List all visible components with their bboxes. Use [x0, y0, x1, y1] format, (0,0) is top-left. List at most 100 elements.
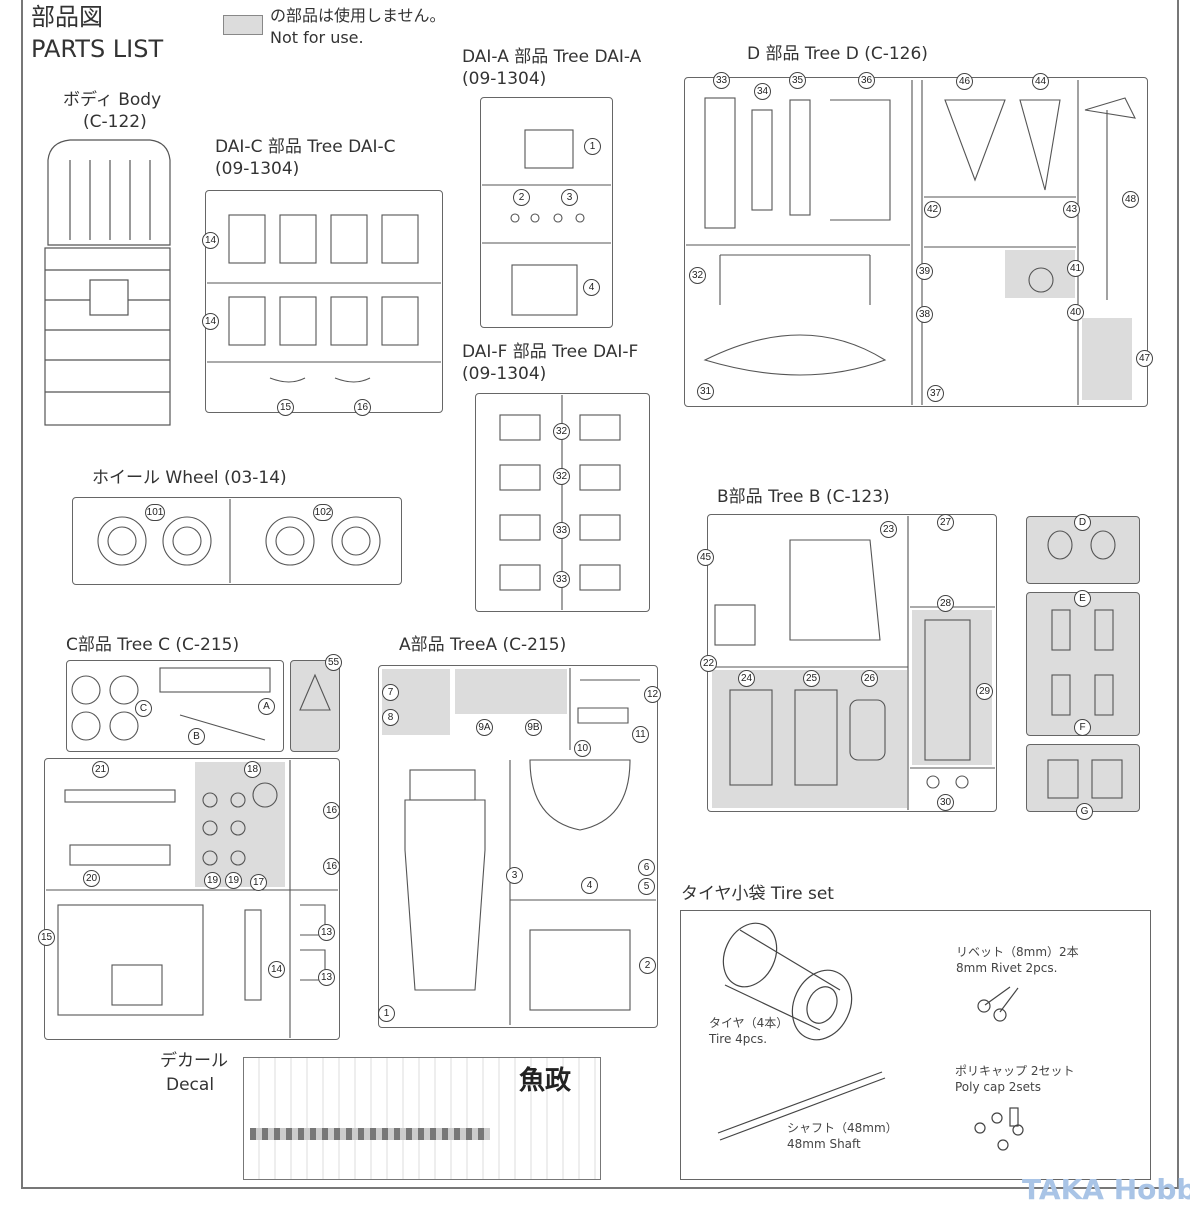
- part-number-d: 35: [789, 72, 806, 89]
- part-number-a: 7: [382, 684, 399, 701]
- dai-c-title: DAI-C 部品 Tree DAI-C: [215, 137, 396, 157]
- part-number-c: 19: [204, 872, 221, 889]
- decal-label-ja: デカール: [160, 1051, 228, 1071]
- part-number-c: 13: [318, 969, 335, 986]
- rivet-label-en: 8mm Rivet 2pcs.: [956, 961, 1058, 975]
- part-number-d: 31: [697, 383, 714, 400]
- part-number-dai-a: 1: [584, 138, 601, 155]
- part-number-dai-a: 3: [561, 189, 578, 206]
- part-number-d: 37: [927, 385, 944, 402]
- decal-label-en: Decal: [166, 1075, 215, 1095]
- decal-sheet: 魚政: [243, 1057, 601, 1180]
- body-code: (C-122): [83, 112, 147, 132]
- part-number-c: 15: [38, 929, 55, 946]
- tire-label-ja: タイヤ（4本）: [709, 1016, 789, 1030]
- part-number-dai-c: 16: [354, 399, 371, 416]
- part-number-wheel: 101: [145, 504, 165, 521]
- part-number-a: 12: [644, 686, 661, 703]
- part-number-b: 26: [861, 670, 878, 687]
- part-number-c: 18: [244, 761, 261, 778]
- tree-c: [44, 758, 340, 1040]
- part-number-a: 11: [632, 726, 649, 743]
- part-number-a: 10: [574, 740, 591, 757]
- part-number-d: 32: [689, 267, 706, 284]
- part-number-d: 43: [1063, 201, 1080, 218]
- part-number-c: B: [188, 728, 205, 745]
- part-number-b: 28: [937, 595, 954, 612]
- body-title: ボディ Body: [63, 90, 162, 110]
- part-number-d: 38: [916, 306, 933, 323]
- tire-set-title: タイヤ小袋 Tire set: [681, 884, 834, 904]
- wheel-title: ホイール Wheel (03-14): [92, 468, 287, 488]
- part-number-dai-c: 14: [202, 313, 219, 330]
- part-number-a: 4: [581, 877, 598, 894]
- part-number-a: 2: [639, 957, 656, 974]
- dai-f-title: DAI-F 部品 Tree DAI-F: [462, 342, 639, 362]
- part-number-a: 6: [638, 859, 655, 876]
- part-number-d: 36: [858, 72, 875, 89]
- tire-label-en: Tire 4pcs.: [709, 1032, 768, 1046]
- part-number-a: 1: [378, 1005, 395, 1022]
- title-ja: 部品図: [31, 3, 103, 31]
- part-number-b: E: [1074, 590, 1091, 607]
- c-unused-area: [195, 762, 285, 887]
- dai-a-code: (09-1304): [462, 69, 547, 89]
- part-number-a: 9A: [476, 719, 493, 736]
- part-number-b: 24: [738, 670, 755, 687]
- part-number-b: 27: [937, 514, 954, 531]
- rivet-label-ja: リベット（8mm）2本: [956, 945, 1079, 959]
- part-number-c: 16: [323, 802, 340, 819]
- not-for-use-swatch: [223, 15, 263, 35]
- shaft-label-en: 48mm Shaft: [787, 1137, 861, 1151]
- tree-c-top: [66, 660, 284, 752]
- part-number-d: 48: [1122, 191, 1139, 208]
- part-number-c: 19: [225, 872, 242, 889]
- part-number-c: 14: [268, 961, 285, 978]
- part-number-a: 8: [382, 709, 399, 726]
- d-unused-area-47: [1082, 318, 1132, 400]
- part-number-a: 5: [638, 878, 655, 895]
- legend-ja: の部品は使用しません。: [270, 6, 446, 25]
- part-number-c: 13: [318, 924, 335, 941]
- page-border-right: [1177, 0, 1179, 1188]
- part-number-c: 16: [323, 858, 340, 875]
- watermark: TAKA Hobby: [1022, 1173, 1190, 1206]
- part-number-dai-f: 32: [553, 468, 570, 485]
- part-number-c: C: [135, 700, 152, 717]
- tree-dai-c: [205, 190, 443, 413]
- d-unused-area: [1005, 250, 1075, 298]
- part-number-b: F: [1074, 719, 1091, 736]
- part-number-d: 47: [1136, 350, 1153, 367]
- polycap-label-ja: ポリキャップ 2セット: [955, 1064, 1075, 1078]
- part-number-d: 39: [916, 263, 933, 280]
- part-number-c: A: [258, 698, 275, 715]
- shaft-label-ja: シャフト（48mm）: [787, 1121, 898, 1135]
- tire-set-box: [680, 910, 1151, 1180]
- part-number-dai-c: 14: [202, 232, 219, 249]
- b-box-g: [1026, 744, 1140, 812]
- decal-logo: 魚政: [519, 1066, 572, 1096]
- a-unused-area-2: [455, 669, 567, 714]
- part-number-d: 33: [713, 72, 730, 89]
- part-number-dai-f: 33: [553, 522, 570, 539]
- dai-a-title: DAI-A 部品 Tree DAI-A: [462, 47, 642, 67]
- part-number-c: 20: [83, 870, 100, 887]
- part-number-d: 41: [1067, 260, 1084, 277]
- part-number-b: 30: [937, 794, 954, 811]
- part-number-b: G: [1076, 803, 1093, 820]
- part-number-b: D: [1074, 514, 1091, 531]
- decal-wave-band: [250, 1128, 490, 1140]
- tree-wheel: [72, 497, 402, 585]
- part-number-a: 3: [506, 867, 523, 884]
- part-number-b: 22: [700, 655, 717, 672]
- c-title: C部品 Tree C (C-215): [66, 635, 240, 655]
- title-en: PARTS LIST: [31, 35, 164, 63]
- part-number-c: 21: [92, 761, 109, 778]
- part-number-d: 46: [956, 73, 973, 90]
- part-number-b: 29: [976, 683, 993, 700]
- part-number-d: 40: [1067, 304, 1084, 321]
- part-number-c: 55: [325, 654, 342, 671]
- legend-en: Not for use.: [270, 28, 364, 47]
- b-box-ef: [1026, 592, 1140, 736]
- part-number-a: 9B: [525, 719, 542, 736]
